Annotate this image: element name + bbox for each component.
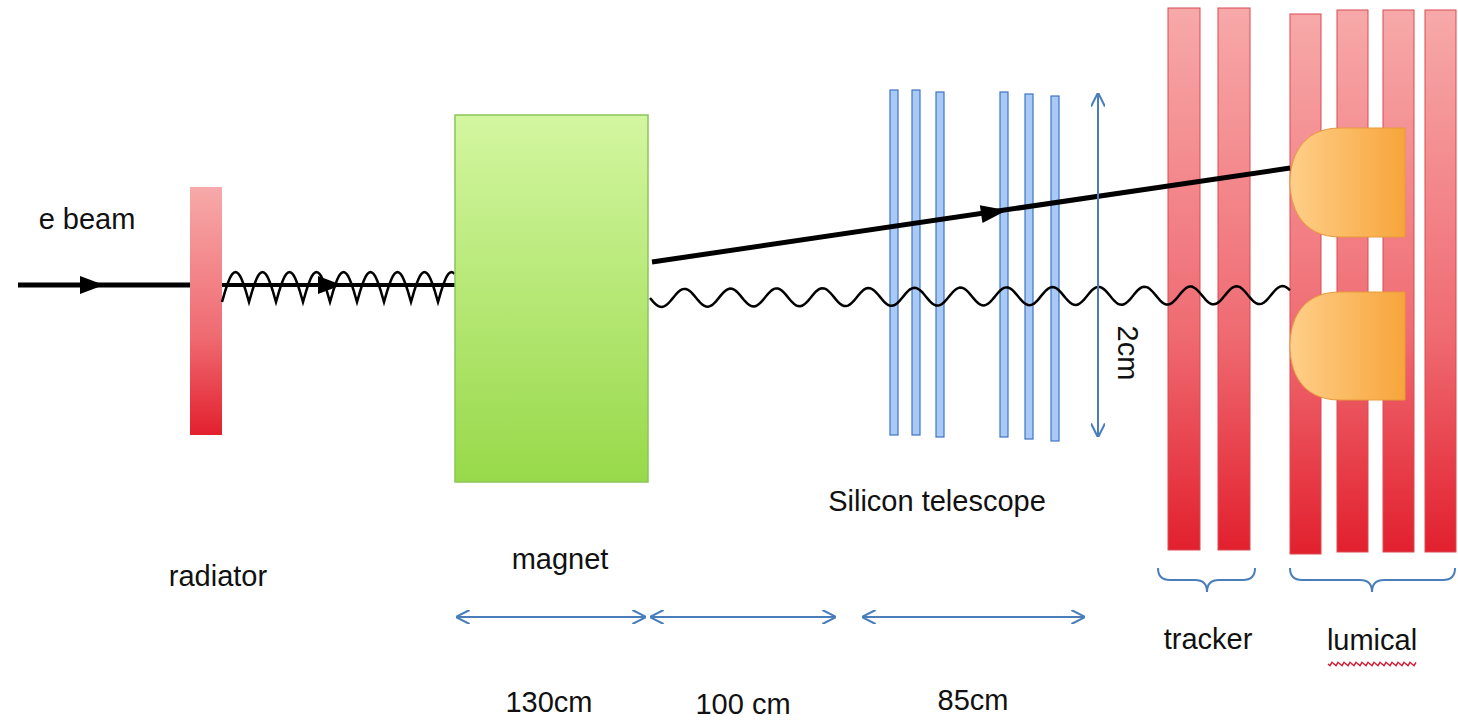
dimension-arrow: [863, 616, 1084, 618]
text-label: 100 cm: [695, 689, 790, 721]
text-label: 85cm: [938, 685, 1009, 717]
lumical-plane: [1337, 10, 1368, 552]
photon-wave: [650, 286, 1290, 307]
silicon-planes: [890, 90, 1059, 441]
bracket: [1158, 568, 1255, 592]
radiator-plate: [190, 187, 222, 435]
beam-arrow: [80, 276, 104, 294]
lumical-plane: [1425, 10, 1456, 552]
text-label: 130cm: [505, 687, 592, 719]
beam-arrow: [318, 276, 342, 294]
electron-arrow: [980, 201, 1008, 223]
text-label: tracker: [1164, 624, 1253, 656]
text-label: radiator: [169, 561, 267, 593]
magnet-block: [455, 115, 648, 482]
photon-wave: [222, 272, 455, 302]
text-label: Silicon telescope: [828, 486, 1046, 518]
dimension-arrow: [457, 616, 645, 618]
text-label: magnet: [512, 544, 609, 576]
spell-underline: [1328, 662, 1416, 665]
electron-track: [652, 168, 1290, 262]
tracker-plane: [1218, 8, 1250, 550]
dimension-arrow: [651, 616, 835, 618]
lumical-plane: [1383, 10, 1414, 552]
text-label: lumical: [1327, 625, 1417, 657]
text-label: e beam: [39, 204, 136, 236]
shower-shape: [1290, 292, 1405, 400]
shower-shape: [1290, 128, 1405, 237]
text-label: 2cm: [1111, 326, 1143, 381]
bracket: [1290, 568, 1455, 592]
lumical-plane: [1290, 14, 1321, 554]
beam-line: [18, 283, 192, 288]
dimension-arrow: [1097, 94, 1099, 436]
tracker-plane: [1168, 8, 1200, 550]
